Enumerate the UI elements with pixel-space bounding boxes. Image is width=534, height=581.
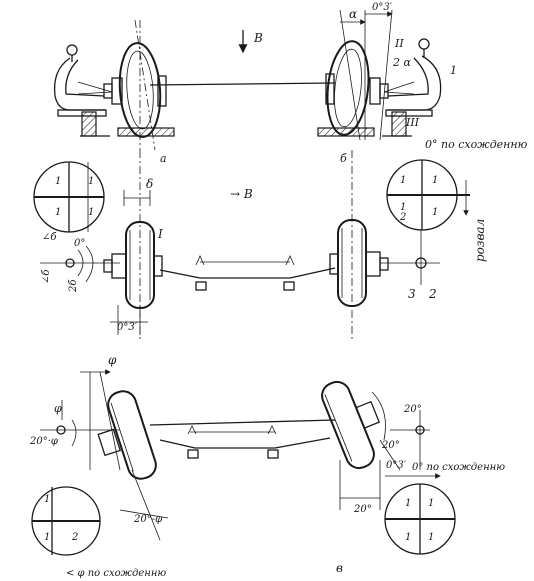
num-three-label: 3 — [408, 287, 416, 301]
left-gauge-stand — [53, 44, 175, 137]
camber-label: розвал — [473, 219, 487, 262]
scale-bl-2: 1 — [44, 532, 50, 543]
twenty-phi-label: 20°·φ — [29, 436, 58, 447]
num-two-label: 2 — [428, 287, 437, 301]
mid-angle-label: 0°3′ — [117, 322, 138, 333]
right-wheel-top — [329, 219, 389, 307]
direction-label-top: В — [253, 31, 263, 45]
phi-label: φ — [108, 353, 117, 367]
twenty-right-label-a: 20° — [403, 404, 422, 415]
roman-three-label: III — [405, 116, 420, 129]
scale-tr-4: 2 — [399, 212, 406, 223]
scale-tl-4: 1 — [88, 207, 94, 218]
twenty-right-label-c: 20° — [353, 504, 372, 515]
delta-label: δ — [146, 177, 153, 191]
roman-one-label: I — [157, 227, 163, 241]
right-wheel-turned — [321, 380, 386, 470]
scale-br-3: 1 — [405, 532, 411, 543]
scale-tr-2: 1 — [432, 175, 438, 186]
callout-one-top: 1 — [450, 64, 457, 77]
scale-gauge-bottom-right: 1 1 1 1 — [384, 483, 456, 555]
right-gauge-stand — [317, 38, 442, 137]
zero-toe-top-label: 0° по схожденню — [425, 138, 528, 151]
scale-br-2: 1 — [428, 498, 434, 509]
section-v-turned-view: 1 1 2 1 1 1 1 φ φ 20°·φ 20°-φ 20° 20° 20… — [29, 353, 505, 579]
lt-delta-label-a: ∠б — [42, 232, 57, 243]
scale-tl-2: 1 — [88, 176, 94, 187]
alpha-label: α — [349, 7, 357, 21]
right-wheel-front — [325, 40, 389, 136]
scale-tl-3: 1 — [55, 207, 61, 218]
lt-phi-toe-label: < φ по схожденню — [66, 568, 166, 579]
scale-tr-3: 1 — [400, 202, 406, 213]
scale-gauge-top-right: 1 1 1 2 1 — [386, 159, 470, 231]
sub-a-label: а — [160, 152, 167, 165]
twenty-minus-phi-label: 20°-φ — [133, 514, 162, 525]
scale-gauge-top-left: 1 1 1 1 — [33, 161, 105, 233]
twenty-right-label-b: 20° — [381, 440, 400, 451]
zero-three-bottom-label: 0°3′ — [386, 460, 407, 471]
scale-tl-1: 1 — [55, 176, 61, 187]
scale-tr-1: 1 — [400, 175, 406, 186]
sub-v-label: в — [336, 561, 343, 575]
phi-left-label: φ — [54, 402, 62, 415]
left-wheel-top — [103, 221, 163, 309]
lt-delta-label-b: ∠б — [41, 269, 52, 284]
two-alpha-label: 2 α — [392, 56, 411, 69]
section-a-front-view: В α 0°3′ II 2 α 1 III 0° по схожденню а … — [53, 2, 528, 165]
scale-tr-5: 1 — [432, 207, 438, 218]
left-wheel-turned — [97, 390, 157, 480]
zero-toe-bottom-label: 0° по схожденню — [412, 462, 505, 473]
sub-b-label: б — [340, 152, 347, 165]
roman-two-label: II — [394, 37, 404, 50]
scale-br-1: 1 — [405, 498, 411, 509]
two-delta-label: 2б — [68, 279, 79, 293]
left-wheel-front — [103, 42, 167, 138]
top-angle-label: 0°3′ — [372, 2, 393, 13]
section-b-top-view: 1 1 1 1 1 1 1 2 1 — [33, 159, 487, 335]
scale-bl-1: 1 — [44, 494, 50, 505]
direction-label-mid: → В — [230, 187, 253, 201]
scale-bl-3: 2 — [71, 532, 78, 543]
zero-deg-label: 0° — [74, 238, 85, 249]
scale-gauge-bottom-left: 1 1 2 — [31, 486, 101, 556]
scale-br-4: 1 — [428, 532, 434, 543]
